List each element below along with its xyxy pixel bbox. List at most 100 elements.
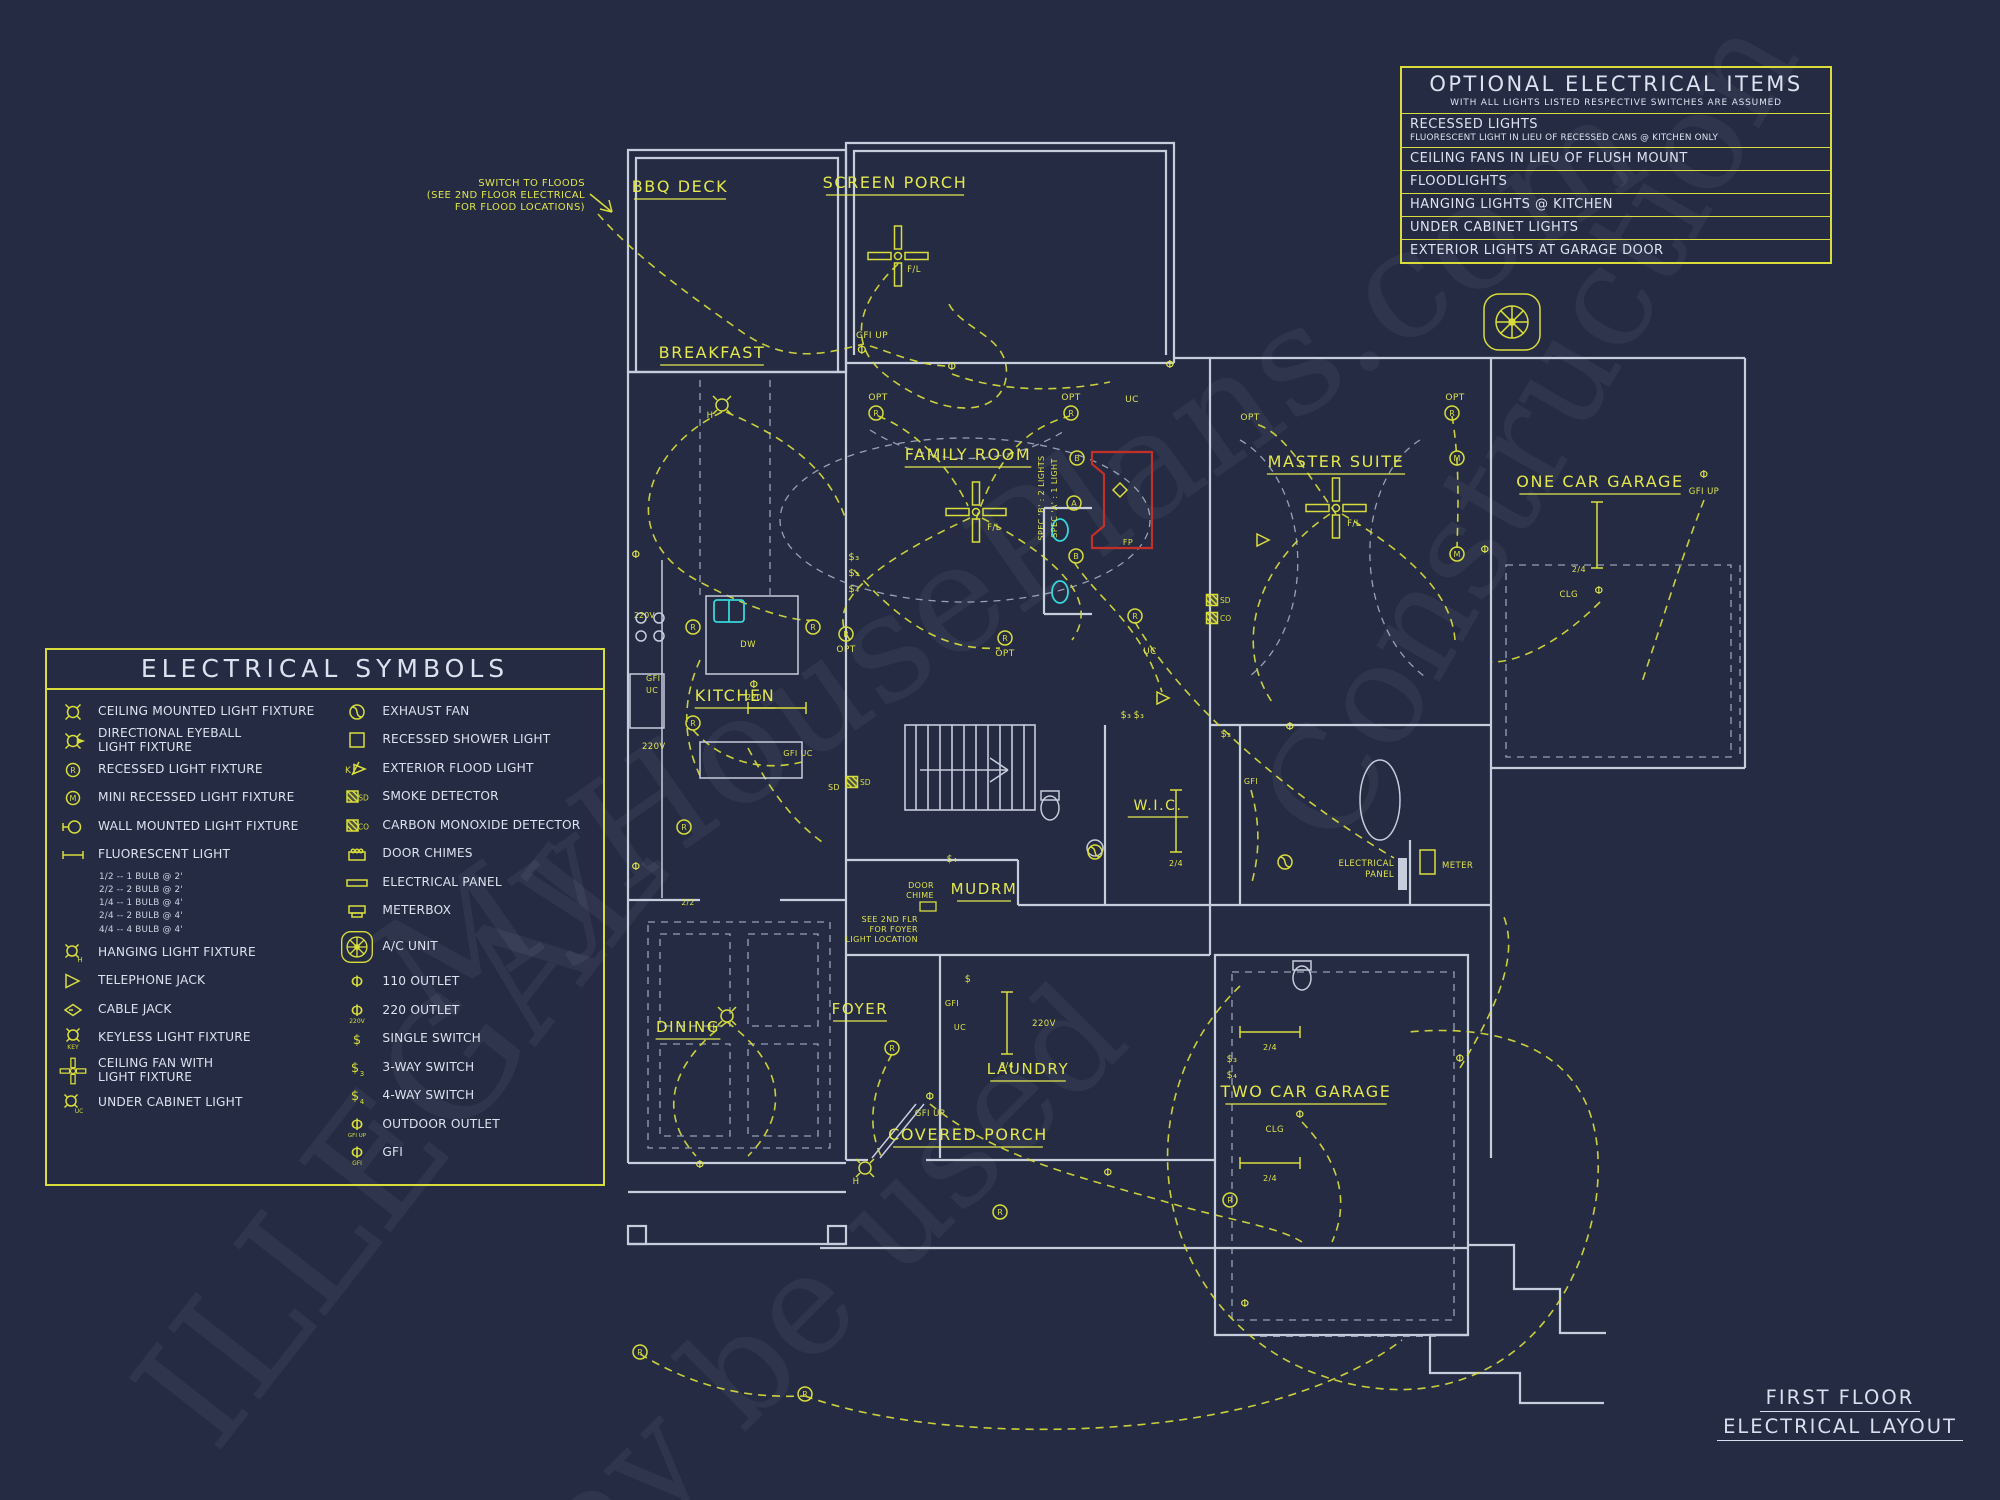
plan-annotation: 220V: [1032, 1019, 1056, 1029]
circled-R-symbol: R: [1222, 1192, 1238, 1208]
svg-text:R: R: [802, 1390, 808, 1399]
plan-annotation: 2/4: [1263, 1174, 1277, 1183]
plan-annotation: 220V: [642, 742, 666, 752]
ceiling-icon: [64, 703, 82, 720]
optional-item-row-3: FLOODLIGHTS: [1402, 170, 1830, 193]
plan-annotation: $₄: [1227, 1070, 1238, 1081]
panel-icon: [346, 878, 369, 887]
ex-symbol: [1277, 854, 1293, 870]
fan-icon-holder: [55, 1054, 91, 1088]
legend-item-label: ELECTRICAL PANEL: [382, 874, 502, 889]
sw-icon-holder: $: [339, 1026, 375, 1052]
shower-icon: [349, 732, 366, 748]
plan-annotation: $₃: [848, 552, 859, 563]
plan-annotation: F/L: [987, 523, 1001, 533]
legend-item-shower: RECESSED SHOWER LIGHT: [339, 727, 599, 753]
circled-R-symbol: R: [997, 630, 1013, 646]
plan-annotation: ELECTRICAL: [1338, 859, 1394, 869]
optional-item-label: CEILING FANS IN LIEU OF FLUSH MOUNT: [1410, 151, 1688, 166]
svg-text:SD: SD: [359, 794, 370, 803]
legend-item-sw: $SINGLE SWITCH: [339, 1026, 599, 1052]
optional-item-row-2: CEILING FANS IN LIEU OF FLUSH MOUNT: [1402, 147, 1830, 170]
bar-symbol: [1591, 501, 1603, 569]
svg-text:$: $: [351, 1061, 359, 1076]
bar-symbol: [1239, 1026, 1301, 1038]
plan-annotation: SD: [828, 783, 840, 792]
recessed-icon-holder: R: [55, 757, 91, 783]
tri-symbol: [1156, 690, 1171, 706]
svg-text:A: A: [1071, 499, 1077, 508]
svg-text:R: R: [1227, 1196, 1233, 1205]
optional-item-label: RECESSED LIGHTS: [1410, 117, 1539, 132]
hanging-icon: H: [64, 943, 83, 964]
wiring-layer: [597, 213, 1705, 1431]
svg-text:R: R: [843, 630, 849, 639]
svg-text:FOYER: FOYER: [832, 1000, 889, 1018]
plan-annotation: F/L: [907, 265, 921, 275]
plan-annotation: $₃: [1221, 729, 1232, 740]
svg-text:BREAKFAST: BREAKFAST: [659, 343, 766, 362]
svg-text:M: M: [1454, 550, 1461, 559]
svg-text:DINING: DINING: [656, 1018, 720, 1036]
meterbox-icon: [348, 905, 367, 918]
svg-text:R: R: [997, 1208, 1003, 1217]
svg-text:H: H: [77, 956, 82, 964]
phone-icon-holder: [55, 968, 91, 994]
front-door-swing: [871, 1103, 925, 1159]
plan-annotation: F/L: [1347, 519, 1361, 529]
room-label-screen-porch: SCREEN PORCH: [823, 173, 968, 196]
svg-text:SCREEN PORCH: SCREEN PORCH: [823, 173, 968, 192]
sheet-title-line2: ELECTRICAL LAYOUT: [1717, 1415, 1963, 1441]
plan-annotation: Φ: [1699, 468, 1708, 481]
plan-annotation: 3/4: [1000, 1061, 1014, 1070]
room-label-foyer: FOYER: [832, 1000, 889, 1022]
plan-annotation: Φ: [1103, 1166, 1112, 1179]
sw3-icon-holder: $3: [339, 1055, 375, 1081]
plan-annotation: OPT: [1061, 393, 1080, 403]
svg-text:Φ: Φ: [351, 1143, 364, 1162]
sq-symbol: SD: [845, 775, 871, 789]
plan-annotation: SPEC 'A' : 1 LIGHT: [1050, 458, 1059, 538]
staircase: [904, 724, 1036, 811]
plan-annotation: Φ: [1165, 358, 1174, 371]
legend-item-ceiling: CEILING MOUNTED LIGHT FIXTURE: [55, 699, 335, 725]
sq-symbol: CO: [1205, 611, 1231, 625]
plan-annotation: 2/4: [1572, 565, 1586, 574]
exhaust-icon-holder: [339, 699, 375, 725]
bar-symbol: [1239, 1157, 1301, 1169]
bar-symbol: [1170, 789, 1182, 853]
svg-text:ONE CAR GARAGE: ONE CAR GARAGE: [1516, 472, 1683, 491]
room-label-dining: DINING: [655, 1018, 721, 1040]
tri-symbol: [1256, 532, 1271, 548]
svg-text:Φ: Φ: [351, 1001, 364, 1020]
circled-R-symbol: R: [1127, 608, 1143, 624]
dia-symbol: [1111, 481, 1129, 499]
ceiling-icon-holder: [55, 699, 91, 725]
plan-annotation: $: [965, 974, 971, 985]
circled-A-symbol: A: [1066, 495, 1082, 511]
legend-item-label: CABLE JACK: [98, 1001, 172, 1016]
meter-box: [1419, 849, 1436, 875]
keyless-icon: KEY: [65, 1028, 81, 1051]
sheet-title-block: FIRST FLOOR ELECTRICAL LAYOUT: [1700, 1386, 1980, 1441]
legend-item-label: METERBOX: [382, 903, 452, 918]
wall-icon: [62, 820, 82, 834]
plan-annotation: CLG: [1560, 590, 1578, 600]
fluorescent-icon: [62, 851, 84, 860]
sheet-title-line1: FIRST FLOOR: [1759, 1386, 1921, 1412]
bath-fixtures: [1040, 759, 1401, 991]
svg-text:TWO CAR GARAGE: TWO CAR GARAGE: [1220, 1082, 1392, 1101]
plan-annotation: 2/4: [1169, 859, 1183, 868]
cl-symbol: [717, 1006, 737, 1026]
optional-item-row-4: HANGING LIGHTS @ KITCHEN: [1402, 193, 1830, 216]
plan-annotation: Φ: [1240, 1297, 1249, 1310]
plan-annotation: GFI UP: [856, 331, 888, 341]
